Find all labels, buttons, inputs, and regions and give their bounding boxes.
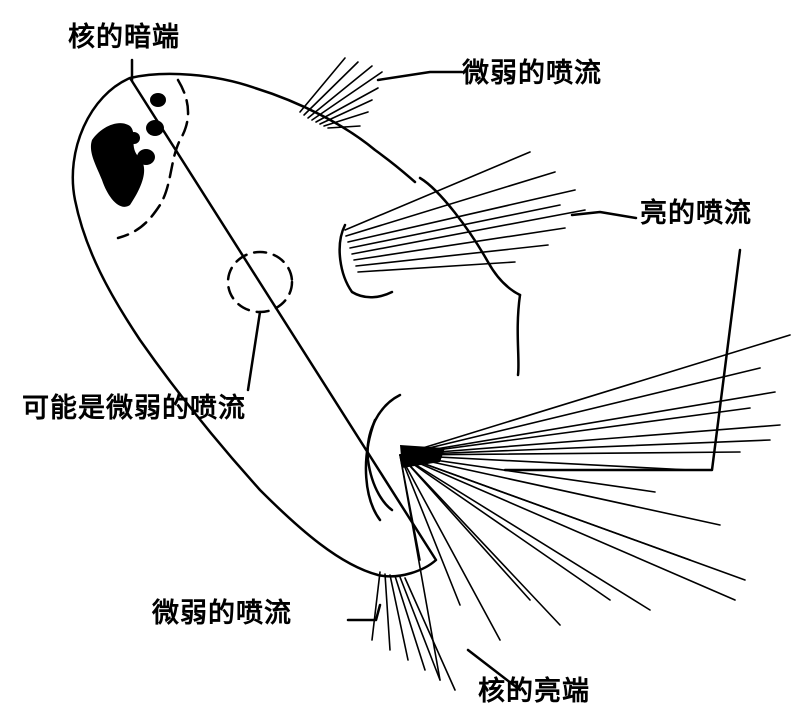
bright-jet-label: 亮的喷流 [640, 200, 752, 227]
ray [400, 455, 720, 525]
dark-spot [150, 93, 166, 107]
ray [400, 455, 735, 600]
ray [400, 335, 790, 455]
nucleus-outline [73, 74, 520, 576]
upper-bright-jet [345, 152, 585, 272]
ray [328, 126, 360, 128]
leader-possible-jet [248, 312, 260, 390]
bright-end-label: 核的亮端 [478, 678, 590, 705]
ray [300, 58, 345, 112]
ray [400, 455, 610, 600]
ray [345, 152, 530, 230]
jet-source-shading [400, 445, 445, 468]
bottom-weak-jet-label: 微弱的喷流 [152, 600, 292, 627]
lower-jet-source-outline [368, 395, 400, 510]
leader-bright-jet [572, 212, 636, 218]
dark-spot [128, 132, 140, 144]
ray [400, 455, 530, 600]
ray [320, 100, 372, 124]
dark-spot [137, 149, 155, 165]
ray [352, 210, 585, 254]
ray [385, 574, 390, 650]
ray [348, 190, 575, 242]
dark-spot [146, 120, 164, 136]
dark-end-label: 核的暗端 [68, 24, 180, 51]
ray [346, 172, 555, 236]
possible-weak-jet-label: 可能是微弱的喷流 [22, 395, 246, 422]
ray [405, 578, 455, 690]
bottom-weak-jet [372, 572, 455, 690]
ray [400, 455, 500, 640]
ray [400, 455, 690, 470]
top-weak-jet [300, 58, 382, 128]
leader-top-weak-jet [378, 72, 462, 80]
ray [400, 577, 440, 680]
lower-bright-jet [400, 335, 790, 680]
top-weak-jet-label: 微弱的喷流 [462, 60, 602, 87]
